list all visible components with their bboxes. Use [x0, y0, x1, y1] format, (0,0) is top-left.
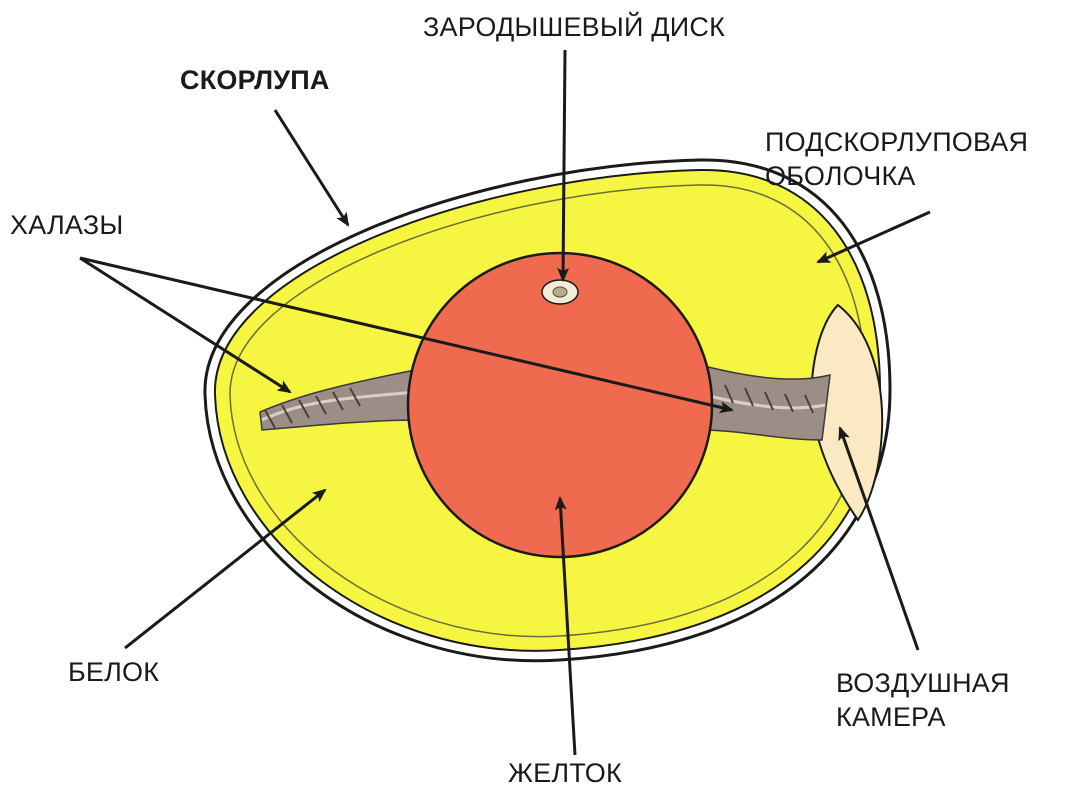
- label-yolk: ЖЕЛТОК: [508, 756, 622, 790]
- label-air-cell-line2: КАМЕРА: [836, 700, 1010, 734]
- label-chalazae: ХАЛАЗЫ: [10, 208, 123, 242]
- pointer-shell: [275, 110, 348, 225]
- label-shell: СКОРЛУПА: [180, 63, 330, 97]
- label-albumen: БЕЛОК: [68, 655, 159, 689]
- label-air-cell: ВОЗДУШНАЯ КАМЕРА: [836, 666, 1010, 734]
- label-embryo-disc: ЗАРОДЫШЕВЫЙ ДИСК: [423, 10, 725, 44]
- label-membrane-line1: ПОДСКОРЛУПОВАЯ: [765, 125, 1028, 159]
- pointer-embryo-disc: [563, 50, 565, 280]
- label-membrane: ПОДСКОРЛУПОВАЯ ОБОЛОЧКА: [765, 125, 1028, 193]
- label-air-cell-line1: ВОЗДУШНАЯ: [836, 666, 1010, 700]
- embryo-disc: [542, 280, 578, 304]
- label-membrane-line2: ОБОЛОЧКА: [765, 159, 1028, 193]
